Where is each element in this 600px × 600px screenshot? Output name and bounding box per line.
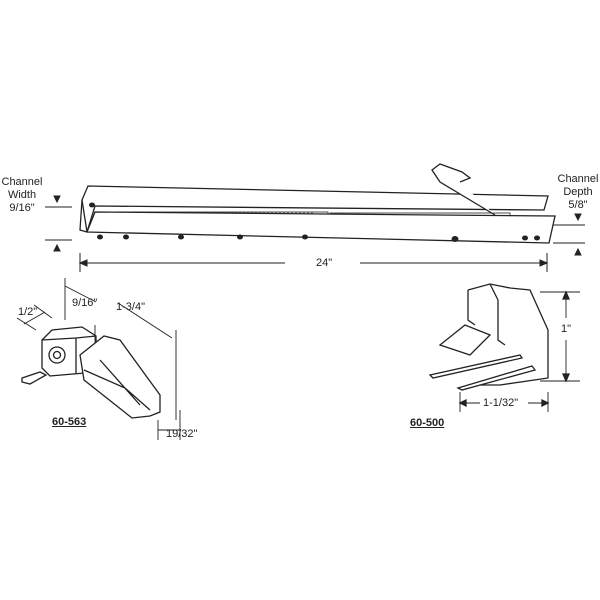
label-line: 5/8" <box>568 199 588 211</box>
channel-width-label: Channel Width 9/16" <box>0 176 44 215</box>
part-number-60-563: 60-563 <box>52 416 87 428</box>
dim-height-1: 1" <box>561 323 572 335</box>
dim-1-1-32: 1-1/32" <box>483 397 519 409</box>
length-label: 24" <box>316 257 333 269</box>
label-line: 9/16" <box>9 202 35 214</box>
label-line: Channel <box>557 173 599 185</box>
dim-1-3-4: 1-3/4" <box>116 301 145 313</box>
dimension-lines <box>45 195 585 272</box>
part-60-500-drawing <box>428 283 580 412</box>
dim-19-32: 19/32" <box>166 428 198 440</box>
part-number-60-500: 60-500 <box>410 417 445 429</box>
label-line: Depth <box>563 186 593 198</box>
label-line: Width <box>7 189 37 201</box>
dim-1-2: 1/2" <box>18 306 38 318</box>
channel-depth-label: Channel Depth 5/8" <box>555 173 600 212</box>
label-line: Channel <box>1 176 43 188</box>
channel-balance <box>79 163 556 244</box>
part-60-563-drawing <box>16 278 181 440</box>
dim-9-16: 9/16" <box>72 297 98 309</box>
